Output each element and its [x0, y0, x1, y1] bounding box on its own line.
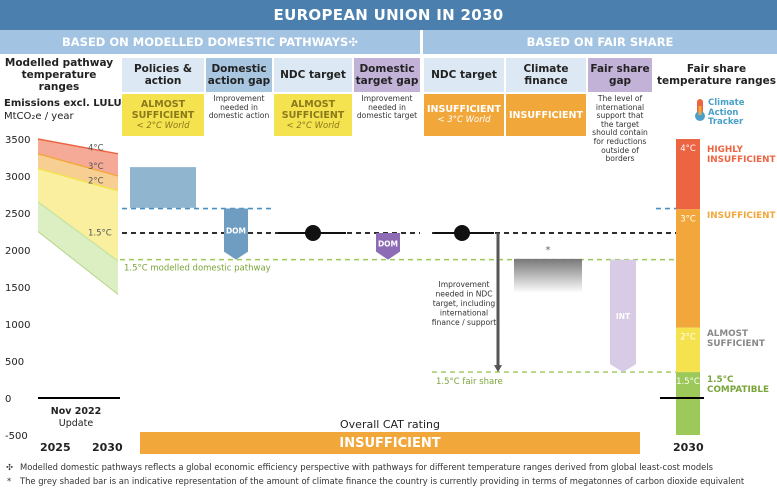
fair-share-segment-2 [676, 327, 700, 373]
pathway-line-0 [37, 138, 119, 155]
footnote-mark-1: ✣ [6, 462, 14, 472]
domestic-gap-label: DOM [226, 227, 246, 236]
y-tick-label: -500 [5, 431, 28, 442]
ndc-fair-arrow-desc-line: target, including [433, 299, 496, 308]
ndc-dot [305, 224, 321, 241]
column-fair-gap-header: Fair share gap [588, 58, 652, 92]
policies-range-bar [130, 167, 196, 208]
fair-share-rating-0: INSUFFICIENT [707, 155, 776, 165]
column-finance-header: Climate finance [506, 58, 586, 92]
finance-rating: INSUFFICIENT [506, 94, 586, 136]
ndc-fair-rating-sub: < 3°C World [437, 115, 491, 125]
ndc-fair-arrow-desc-line: needed in NDC [435, 290, 492, 299]
column-pathway-header: Modelled pathway temperature ranges [4, 57, 114, 93]
fair-share-rating-1: INSUFFICIENT [707, 211, 776, 221]
footnote-text-1: Modelled domestic pathways reflects a gl… [20, 462, 713, 472]
fair-gap-desc: The level of international support that … [592, 94, 648, 164]
cat-logo-text: Climate Action Tracker [708, 98, 745, 127]
fair-share-segment-label-3: 1.5°C [676, 377, 700, 387]
ndc-fair-rating: INSUFFICIENT < 3°C World [424, 94, 504, 136]
y-tick-label: 1000 [5, 320, 30, 331]
domestic-target-gap-arrow [376, 232, 400, 260]
y-tick-label: 2500 [5, 209, 30, 220]
finance-rating-label: INSUFFICIENT [509, 109, 583, 121]
x-label-fair-2030: 2030 [673, 441, 704, 454]
fair-share-rating-2: ALMOST [707, 329, 748, 339]
ndc-fair-arrow-desc-line: finance / support [432, 318, 496, 327]
y-axis-label: Emissions excl. LULUCF [4, 98, 136, 109]
pathway-band-3 [38, 201, 118, 295]
fair-share-rating-2: SUFFICIENT [707, 339, 765, 349]
column-ndc-header: NDC target [274, 58, 352, 92]
ndc-fair-dot [454, 224, 470, 241]
fair-share-segment-label-2: 2°C [680, 333, 696, 343]
thermometer-icon [690, 98, 710, 121]
pathway-band-1 [38, 153, 118, 191]
fair-share-segment-1 [676, 209, 700, 328]
domestic-target-gap-desc: Improvement needed in domestic target [356, 94, 418, 121]
y-tick-label: 2000 [5, 246, 30, 257]
y-tick-label: 3000 [5, 172, 30, 183]
column-domestic-gap-header: Domestic action gap [206, 58, 272, 92]
pathway-line-3 [37, 201, 119, 262]
ndc-rating: ALMOST SUFFICIENT < 2°C World [274, 94, 352, 136]
fair-gap-arrow [610, 259, 636, 373]
column-policies-header: Policies & action [122, 58, 204, 92]
x-label-2025: 2025 [40, 441, 71, 454]
ndc-fair-arrow-desc-line: international [440, 309, 488, 318]
pathway-line-2 [37, 167, 119, 192]
pathway-band-0 [38, 139, 118, 176]
section-modelled-header: BASED ON MODELLED DOMESTIC PATHWAYS✣ [0, 30, 420, 54]
ndc-rating-sub: < 2°C World [286, 120, 340, 131]
update-note-label: Update [58, 418, 94, 429]
page-title: EUROPEAN UNION IN 2030 [0, 0, 777, 30]
policies-rating-sub: < 2°C World [136, 120, 190, 131]
x-label-2030: 2030 [92, 441, 123, 454]
y-tick-label: 1500 [5, 283, 30, 294]
domestic-gap-desc: Improvement needed in domestic action [208, 94, 270, 121]
pathway-label-1: 3°C [88, 162, 104, 172]
y-tick-label: 0 [5, 394, 11, 405]
pathway-band-2 [38, 168, 118, 262]
pathway-label-3: 1.5°C [88, 229, 112, 239]
modelled-1-5-label: 1.5°C modelled domestic pathway [124, 264, 271, 274]
domestic-gap-arrow [224, 208, 248, 260]
climate-finance-bar [514, 258, 582, 293]
pathway-label-2: 2°C [88, 177, 104, 187]
pathway-label-0: 4°C [88, 143, 104, 153]
footnote-text-2: The grey shaded bar is an indicative rep… [20, 476, 745, 486]
fair-share-segment-label-0: 4°C [680, 144, 696, 154]
fair-share-segment-0 [676, 139, 700, 210]
domestic-target-gap-label: DOM [378, 240, 398, 249]
fair-share-rating-0: HIGHLY [707, 145, 743, 155]
column-ndc-fair-header: NDC target [424, 58, 504, 92]
ndc-rating-label: ALMOST SUFFICIENT [281, 98, 345, 121]
ndc-fair-rating-label: INSUFFICIENT [427, 104, 501, 115]
update-note-date: Nov 2022 [50, 406, 102, 417]
section-fair-header: BASED ON FAIR SHARE [423, 30, 777, 54]
fair-share-1-5-label: 1.5°C fair share [436, 377, 503, 387]
fair-share-segment-label-1: 3°C [680, 214, 696, 224]
ndc-fair-arrow-desc-line: Improvement [438, 280, 489, 289]
y-tick-label: 500 [5, 357, 24, 368]
y-axis-unit: MtCO₂e / year [4, 111, 74, 122]
fair-share-segment-3 [676, 372, 700, 435]
pathway-line-1 [37, 153, 119, 177]
policies-rating: ALMOST SUFFICIENT < 2°C World [122, 94, 204, 136]
ndc-fair-arrow-head [494, 365, 502, 373]
column-domestic-target-gap-header: Domestic target gap [354, 58, 420, 92]
pathway-bottom-line [37, 231, 119, 295]
policies-rating-label: ALMOST SUFFICIENT [131, 98, 195, 121]
column-fair-ranges-header: Fair share temperature ranges [656, 63, 777, 87]
fair-gap-label: INT [616, 312, 631, 321]
footnote-mark-2: * [7, 476, 12, 486]
climate-finance-note: * [546, 245, 551, 256]
fair-share-rating-3: 1.5°C [707, 375, 733, 385]
fair-share-rating-3: COMPATIBLE [707, 385, 769, 395]
overall-rating-caption: Overall CAT rating [340, 418, 440, 431]
overall-rating-badge: INSUFFICIENT [140, 432, 640, 454]
y-tick-label: 3500 [5, 135, 30, 146]
